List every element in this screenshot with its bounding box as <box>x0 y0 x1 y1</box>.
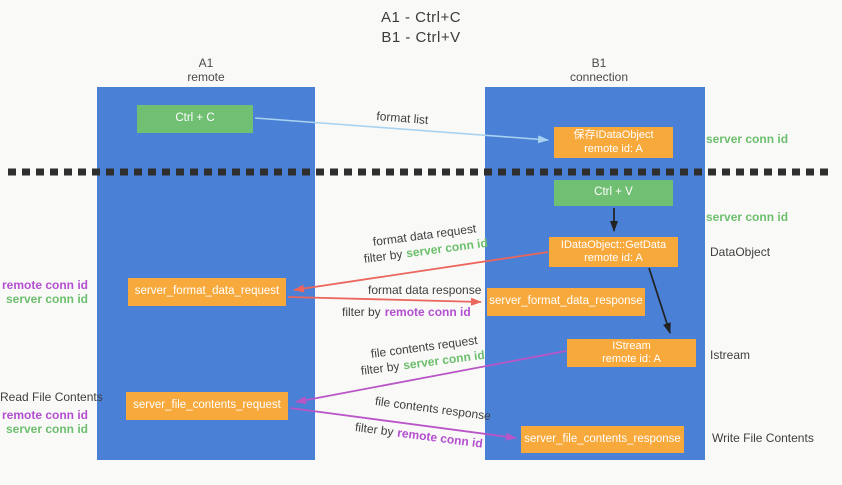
label-block-conn-ids-file: remote conn id server conn id <box>0 408 88 436</box>
label-server-conn-id-left2: server conn id <box>5 422 88 436</box>
diagram-title: A1 - Ctrl+C B1 - Ctrl+V <box>0 8 842 48</box>
filter-by-text: filter by <box>360 358 401 378</box>
node-getdata-line1: IDataObject::GetData <box>560 238 667 251</box>
label-server-conn-id-top: server conn id <box>706 132 789 146</box>
node-ctrl-v-label: Ctrl + V <box>594 186 633 199</box>
column-b1-name: B1 <box>591 56 607 70</box>
filter-remote-conn-id: remote conn id <box>384 305 471 319</box>
arrow-label-file-contents-response: file contents response <box>374 394 492 424</box>
label-write-file-contents: Write File Contents <box>712 431 814 445</box>
column-a1-subtitle: remote <box>187 70 225 84</box>
filter-remote-conn-id: remote conn id <box>396 425 484 451</box>
node-istream-line2: remote id: A <box>602 353 661 365</box>
node-format-request-label: server_format_data_request <box>134 285 280 298</box>
arrow-label-format-data-response: format data response <box>368 283 482 297</box>
label-remote-conn-id-left1: remote conn id <box>1 278 88 292</box>
node-ctrl-v: Ctrl + V <box>554 180 673 206</box>
arrow-label-filter-remote-2: filter by remote conn id <box>354 420 483 451</box>
filter-by-text: filter by <box>342 305 381 319</box>
column-header-a1: A1 remote <box>146 56 266 84</box>
node-save-idataobject: 保存IDataObject remote id: A <box>554 127 673 158</box>
node-istream: IStream remote id: A <box>567 339 696 367</box>
node-istream-line1: IStream <box>612 339 651 352</box>
label-read-file-contents: Read File Contents <box>0 390 103 404</box>
title-line-1: A1 - Ctrl+C <box>380 9 462 26</box>
node-ctrl-c: Ctrl + C <box>137 105 253 133</box>
node-file-response-label: server_file_contents_response <box>524 432 681 445</box>
label-block-conn-ids-format: remote conn id server conn id <box>0 278 88 306</box>
label-istream: Istream <box>710 348 751 362</box>
title-line-2: B1 - Ctrl+V <box>381 29 461 46</box>
filter-by-text: filter by <box>363 246 404 266</box>
label-dataobject: DataObject <box>710 245 771 259</box>
filter-by-text: filter by <box>354 420 395 439</box>
node-server-file-contents-request: server_file_contents_request <box>126 392 288 420</box>
node-idataobject-getdata: IDataObject::GetData remote id: A <box>549 237 678 267</box>
label-remote-conn-id-left2: remote conn id <box>1 408 88 422</box>
node-getdata-line2: remote id: A <box>584 252 643 264</box>
column-header-b1: B1 connection <box>539 56 659 84</box>
node-server-format-data-response: server_format_data_response <box>487 288 645 316</box>
node-file-request-label: server_file_contents_request <box>133 399 281 412</box>
label-server-conn-id-mid: server conn id <box>706 210 789 224</box>
node-server-format-data-request: server_format_data_request <box>128 278 286 306</box>
node-format-response-label: server_format_data_response <box>489 295 643 308</box>
column-b1-subtitle: connection <box>569 70 629 84</box>
arrow-label-format-list: format list <box>375 109 429 128</box>
arrow-format-data-response <box>287 296 482 306</box>
node-server-file-contents-response: server_file_contents_response <box>521 426 684 453</box>
node-save-idataobject-line1: 保存IDataObject <box>573 129 654 141</box>
node-ctrl-c-label: Ctrl + C <box>175 112 215 125</box>
node-save-idataobject-line2: remote id: A <box>584 142 643 155</box>
arrow-label-filter-remote-1: filter by remote conn id <box>342 305 471 319</box>
label-server-conn-id-left1: server conn id <box>5 292 88 306</box>
column-a1-name: A1 <box>198 56 214 70</box>
